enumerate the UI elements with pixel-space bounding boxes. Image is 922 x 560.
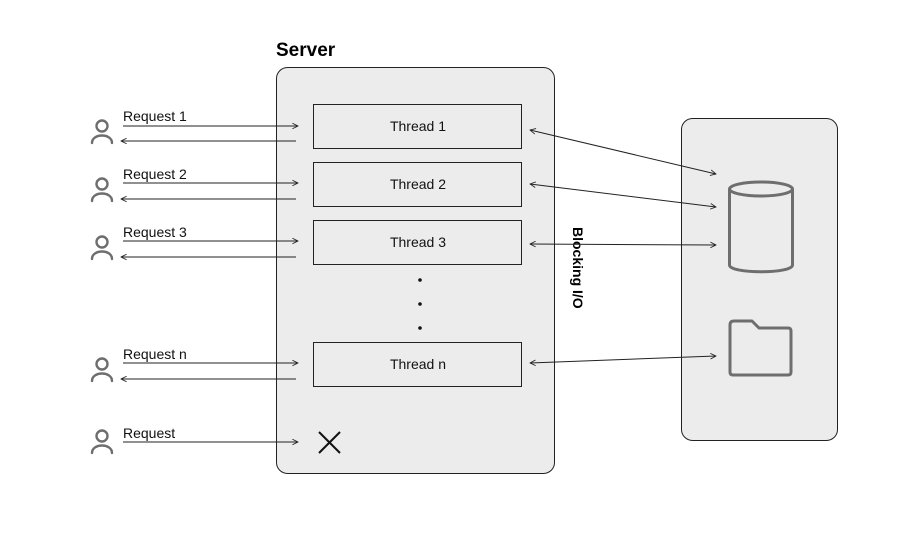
thread-box bbox=[313, 162, 522, 207]
request-row-3: Request 3 Thread 3 bbox=[90, 220, 716, 265]
request-label: Request 1 bbox=[123, 108, 187, 124]
thread-box bbox=[313, 342, 522, 387]
request-row-n: Request n Thread n bbox=[90, 342, 716, 387]
request-label: Request n bbox=[123, 346, 187, 362]
thread-label: Thread 2 bbox=[390, 176, 446, 192]
user-icon bbox=[90, 119, 114, 145]
request-row-1: Request 1 Thread 1 bbox=[90, 104, 716, 175]
thread-box bbox=[313, 220, 522, 265]
io-arrow bbox=[530, 184, 716, 207]
folder-icon bbox=[728, 319, 793, 377]
blocking-io-label: Blocking I/O bbox=[570, 227, 586, 309]
thread-box bbox=[313, 104, 522, 149]
user-icon bbox=[90, 357, 114, 383]
thread-label: Thread n bbox=[390, 356, 446, 372]
storage-panel bbox=[681, 118, 838, 441]
database-icon bbox=[728, 180, 794, 274]
request-row-2: Request 2 Thread 2 bbox=[90, 162, 716, 208]
thread-label: Thread 1 bbox=[390, 118, 446, 134]
request-label: Request bbox=[123, 425, 175, 441]
rejected-request-row: Request bbox=[90, 425, 341, 455]
io-arrow bbox=[530, 244, 716, 245]
ellipsis-icon bbox=[418, 278, 422, 330]
thread-label: Thread 3 bbox=[390, 234, 446, 250]
user-icon bbox=[90, 177, 114, 203]
close-icon bbox=[318, 431, 341, 454]
io-arrow bbox=[530, 356, 716, 363]
user-icon bbox=[90, 235, 114, 261]
user-icon bbox=[90, 429, 114, 455]
server-title: Server bbox=[276, 40, 336, 61]
request-label: Request 2 bbox=[123, 166, 187, 182]
request-label: Request 3 bbox=[123, 224, 187, 240]
io-arrow bbox=[530, 130, 716, 174]
